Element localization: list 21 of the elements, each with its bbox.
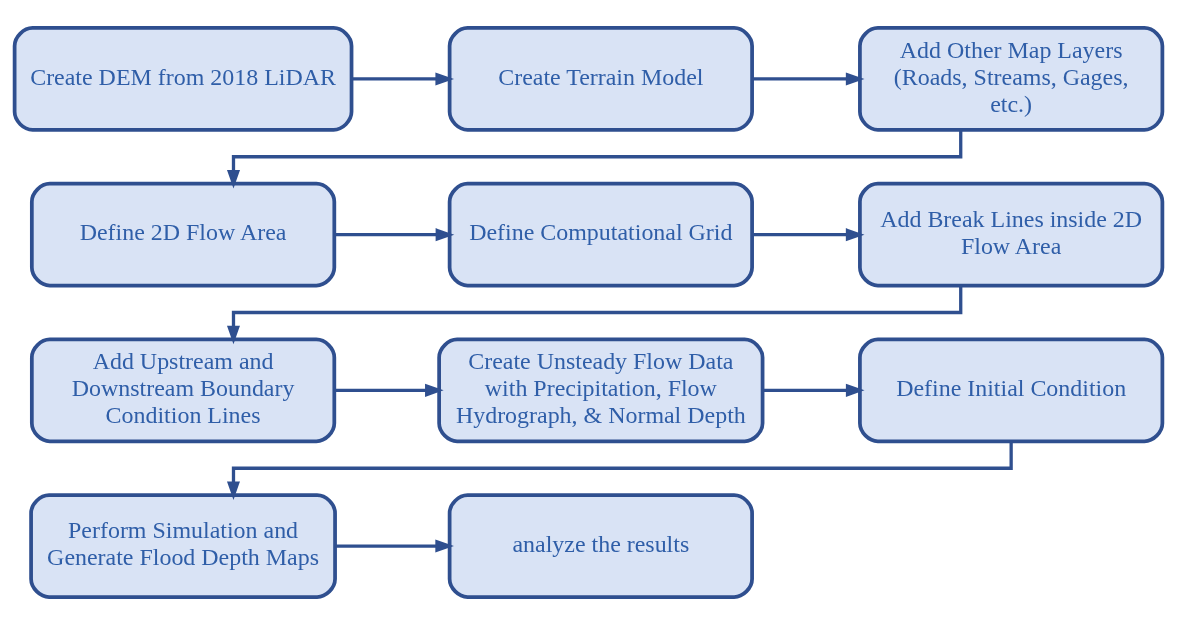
arrow: [752, 228, 865, 242]
arrow: [227, 441, 1013, 501]
node-box: Add Break Lines inside 2D Flow Area: [858, 181, 1165, 288]
arrow: [351, 72, 454, 86]
node-box: Add Upstream and Downstream Boundary Condition Lines: [29, 337, 337, 444]
arrow: [227, 129, 963, 189]
arrow: [227, 285, 963, 345]
node-box: Perform Simulation and Generate Flood Depth Maps: [29, 493, 337, 599]
node-box: Create DEM from 2018 LiDAR: [12, 26, 354, 132]
node-box: Add Other Map Layers (Roads, Streams, Gages, etc.): [858, 26, 1165, 132]
node-box: Create Terrain Model: [447, 26, 754, 132]
node-box: Create Unsteady Flow Data with Precipitation, Flow Hydrograph, & Normal Depth: [437, 337, 765, 444]
node-box: Define Computational Grid: [447, 181, 754, 288]
arrow: [335, 539, 454, 553]
node-box: analyze the results: [447, 493, 754, 599]
arrow: [334, 383, 444, 397]
node-box: Define Initial Condition: [858, 337, 1165, 444]
arrow: [763, 383, 865, 397]
arrow: [752, 72, 865, 86]
arrow: [334, 228, 455, 242]
node-box: Define 2D Flow Area: [29, 181, 337, 288]
